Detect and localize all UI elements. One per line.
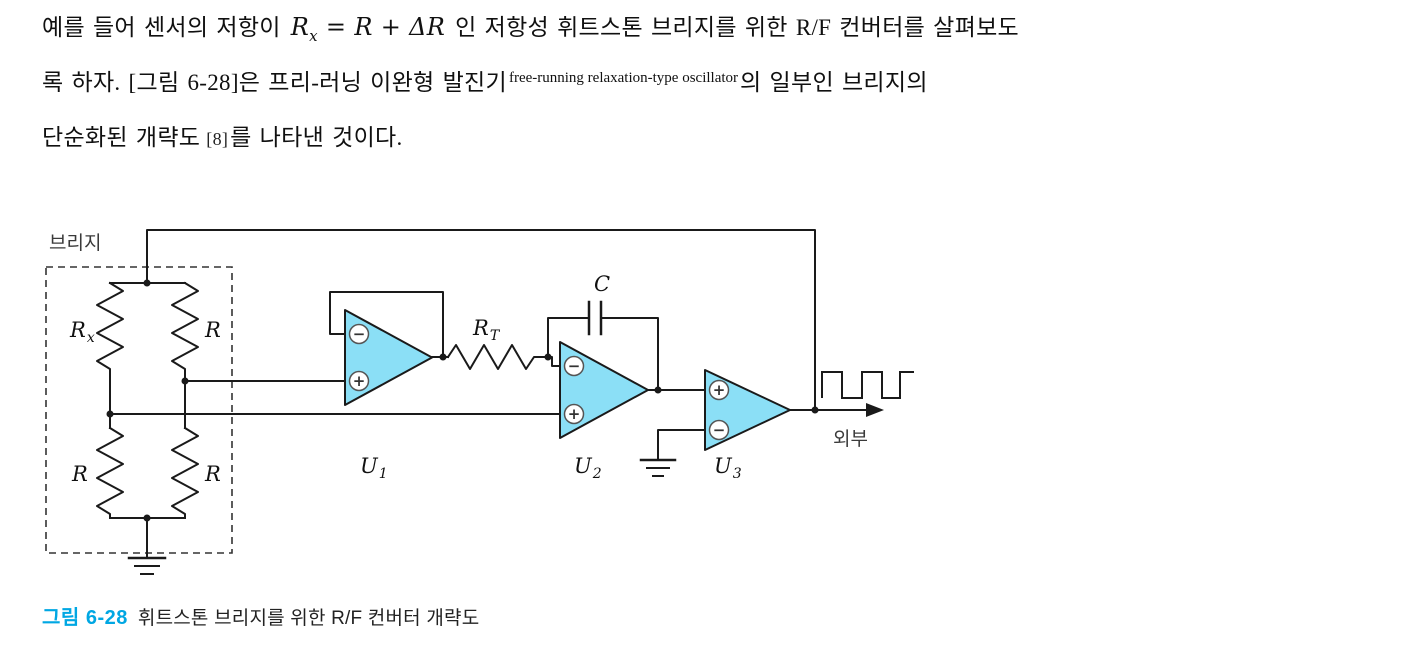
math-var-R: R	[290, 13, 310, 41]
bridge-label: 브리지	[49, 232, 101, 254]
label-u1-sub: 1	[379, 466, 388, 482]
label-u2-sub: 2	[592, 466, 602, 482]
resistor-r-bottom-left	[96, 426, 124, 519]
label-rt-sub: T	[490, 328, 501, 344]
paragraph-line-3: 단순화된 개략도[8]를 나타낸 것이다.	[42, 110, 1387, 165]
label-u2: U2	[574, 454, 602, 482]
bridge-boundary-box	[45, 266, 233, 554]
label-u1: U1	[360, 454, 388, 482]
junction-output-node	[811, 406, 819, 414]
u1-minus-sign: −	[353, 325, 366, 343]
output-label: 외부	[833, 428, 868, 450]
ground-icon-bridge	[127, 556, 167, 575]
label-r-top-right: R	[204, 318, 221, 342]
text-segment: 예를 들어 센서의 저항이	[42, 15, 281, 40]
wire-feedback-top	[146, 229, 816, 411]
figure-number: 그림 6-28	[42, 607, 128, 629]
junction-u1-output	[439, 353, 447, 361]
figure-caption: 그림 6-28 휘트스톤 브리지를 위한 R/F 컨버터 개략도	[42, 601, 479, 630]
text-segment: 를 나타낸 것이다.	[230, 125, 403, 150]
text-segment: 록 하자. [그림 6-28]은 프리-러닝 이완형 발진기	[42, 70, 507, 95]
superscript-annotation: free-running relaxation-type oscillator	[508, 70, 739, 86]
junction-bridge-bottom	[143, 514, 151, 522]
u2-plus-sign: +	[568, 405, 581, 423]
u3-noninverting-input-icon	[708, 379, 730, 401]
u1-plus-sign: +	[353, 372, 366, 390]
label-rx-base: R	[69, 318, 86, 342]
label-rx-sub: x	[87, 330, 95, 346]
inline-math-expression: Rx=R+ΔR	[290, 13, 446, 45]
resistor-r-top-right	[171, 281, 199, 374]
wire-capacitor-left	[547, 317, 590, 358]
wire-capacitor-right	[600, 317, 659, 391]
label-rx: Rx	[69, 318, 95, 346]
label-rt-base: R	[472, 316, 489, 340]
label-u1-base: U	[360, 454, 379, 478]
label-capacitor: C	[594, 272, 610, 296]
u3-plus-sign: +	[713, 381, 726, 399]
wire-u3-inverting-to-ground	[657, 429, 706, 461]
u1-inverting-input-icon	[348, 323, 370, 345]
resistor-r-bottom-right	[171, 426, 199, 519]
math-var-delta-R: ΔR	[409, 13, 446, 41]
u3-minus-sign: −	[713, 421, 726, 439]
label-rt: RT	[472, 316, 501, 344]
math-var-R: R	[354, 13, 373, 41]
math-plus-sign: +	[380, 13, 402, 41]
wire-u1-feedback-loop	[329, 291, 444, 358]
junction-u2-output	[654, 386, 662, 394]
label-u3: U3	[714, 454, 742, 482]
text-segment: 의 일부인 브리지의	[740, 70, 928, 95]
label-u3-base: U	[714, 454, 733, 478]
square-wave-icon	[821, 371, 914, 399]
ground-icon-u3	[639, 458, 677, 477]
label-r-bottom-right: R	[204, 462, 221, 486]
text-segment: 인 저항성 휘트스톤 브리지를 위한 R/F 컨버터를 살펴보도	[455, 15, 1020, 40]
u2-minus-sign: −	[568, 357, 581, 375]
reference-marker: [8]	[206, 129, 229, 149]
label-r-bottom-left: R	[71, 462, 88, 486]
label-u2-base: U	[574, 454, 593, 478]
junction-right-tap	[181, 377, 189, 385]
output-arrow-icon	[866, 403, 884, 417]
u1-noninverting-input-icon	[348, 370, 370, 392]
capacitor-icon	[587, 300, 603, 336]
resistor-rt	[446, 344, 541, 370]
math-equals-sign: =	[325, 13, 347, 41]
math-sub-x: x	[309, 26, 318, 45]
junction-left-tap	[106, 410, 114, 418]
u2-inverting-input-icon	[563, 355, 585, 377]
resistor-rx	[96, 281, 124, 374]
figure-caption-text: 휘트스톤 브리지를 위한 R/F 컨버터 개략도	[137, 608, 480, 629]
label-u3-sub: 3	[733, 466, 742, 482]
u2-noninverting-input-icon	[563, 403, 585, 425]
junction-capacitor-tap	[544, 353, 552, 361]
text-segment: 단순화된 개략도	[42, 125, 201, 150]
junction-bridge-top	[143, 279, 151, 287]
u3-inverting-input-icon	[708, 419, 730, 441]
